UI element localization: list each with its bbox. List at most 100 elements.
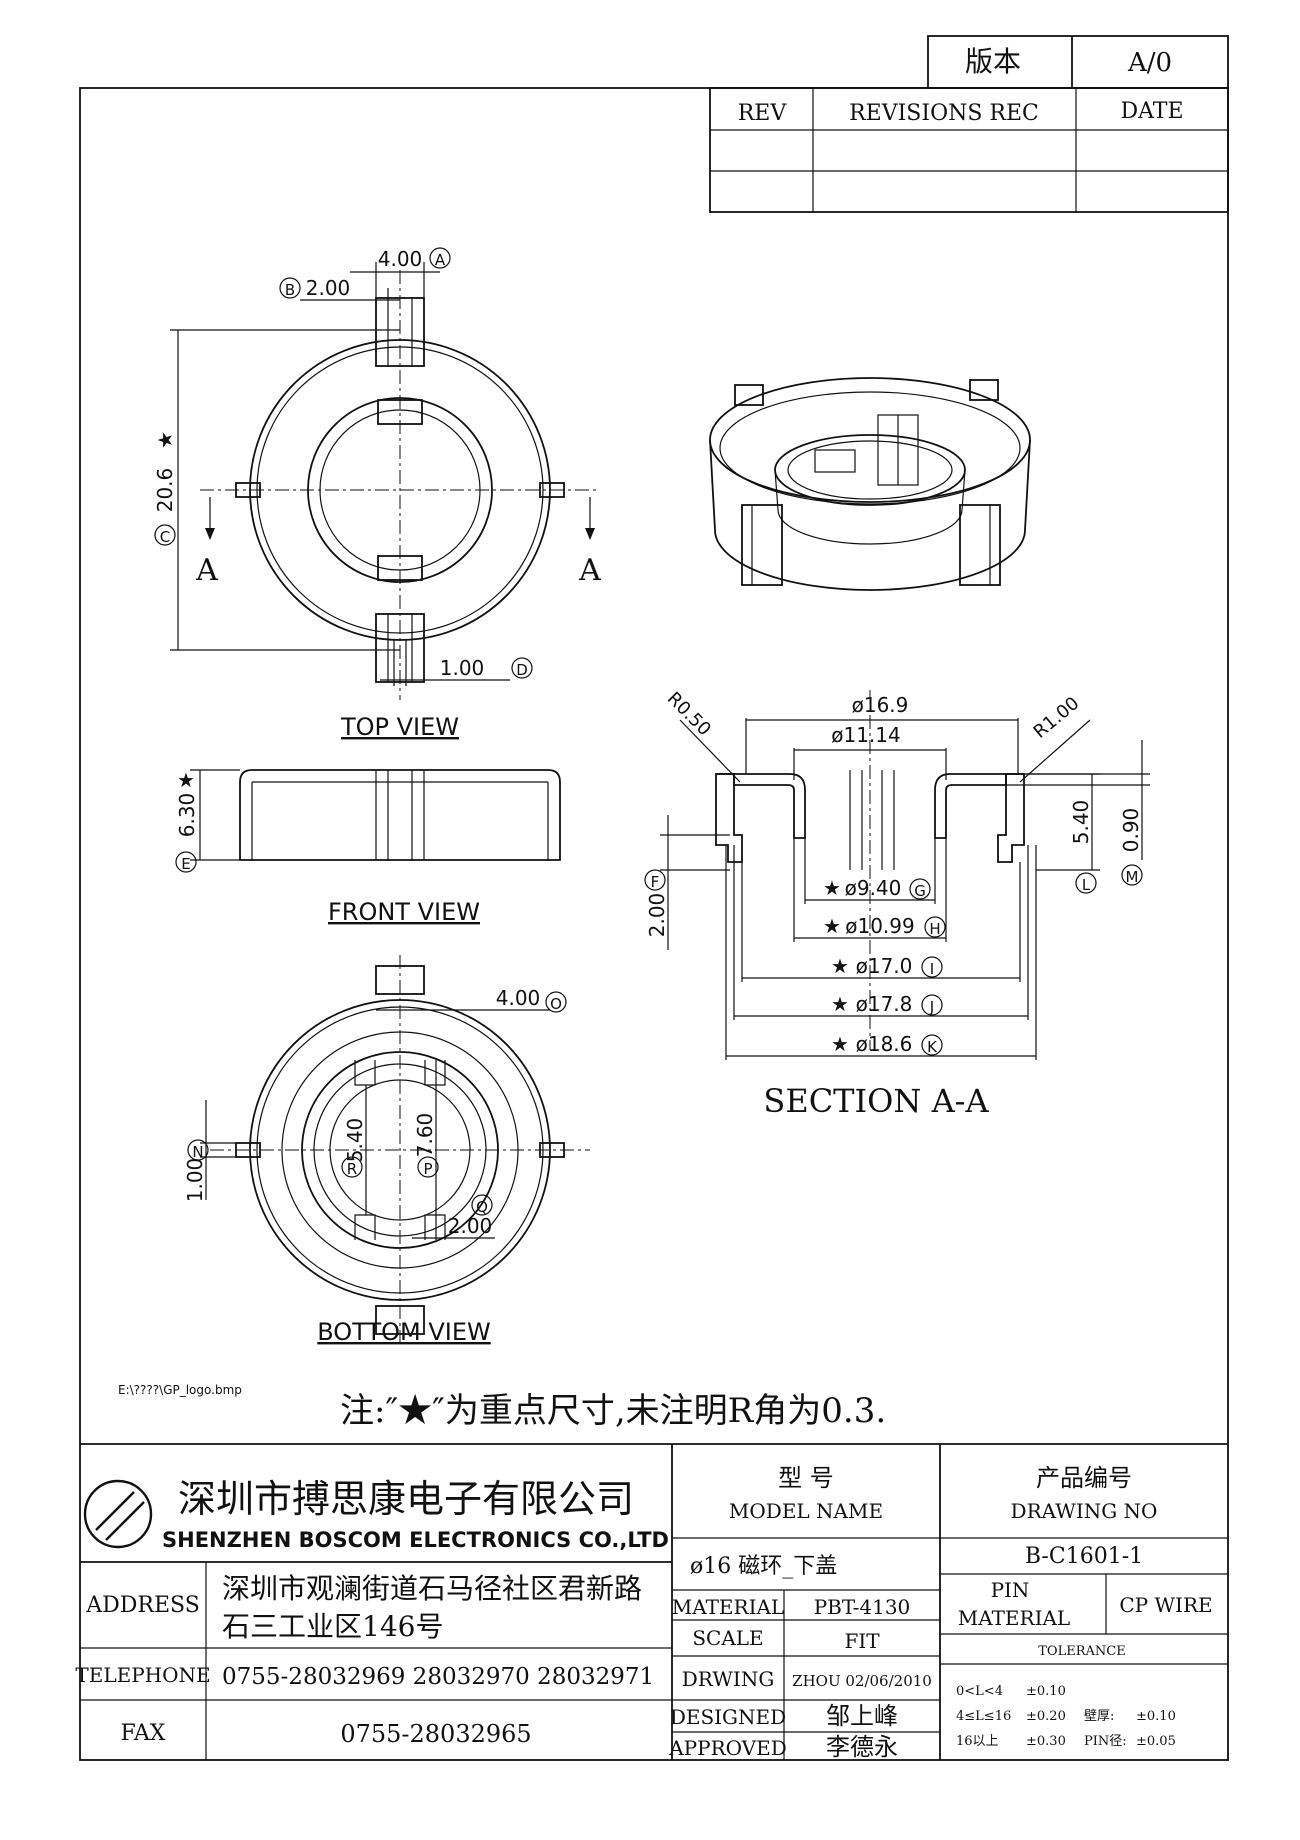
- dim-n-value: 1.00: [183, 1158, 207, 1203]
- dim-b-value: 2.00: [306, 276, 351, 300]
- dim-f-tag: F: [651, 873, 660, 891]
- dim-d-tag: D: [516, 661, 528, 679]
- dim-p-value: 7.60: [413, 1113, 437, 1158]
- dim-a-tag: A: [435, 251, 446, 269]
- drawing-label-en: DRAWING NO: [1011, 1499, 1158, 1523]
- pin-label-2: MATERIAL: [958, 1606, 1070, 1630]
- address-line2: 石三工业区146号: [222, 1610, 443, 1643]
- dim-g-value: ø9.40: [845, 876, 902, 900]
- drwing-label: DRWING: [682, 1667, 775, 1691]
- designed-label: DESIGNED: [670, 1705, 786, 1729]
- tol-row3-value: ±0.30: [1026, 1734, 1066, 1749]
- pin-value: CP WIRE: [1119, 1593, 1212, 1617]
- address-line1: 深圳市观澜街道石马径社区君新路: [222, 1572, 642, 1605]
- model-label-en: MODEL NAME: [729, 1499, 883, 1523]
- tol-row2-value: ±0.20: [1026, 1709, 1066, 1724]
- dim-d169: ø16.9: [852, 693, 909, 717]
- material-label: MATERIAL: [672, 1595, 784, 1619]
- dim-e-star: ★: [177, 768, 195, 792]
- tol-row3-extra-label: PIN径:: [1084, 1734, 1127, 1749]
- top-view: A A 4.00 A 2.00 B 20.6 ★ C 1.00 D TOP VI…: [153, 247, 601, 741]
- revisions-table: REV REVISIONS REC DATE: [709, 87, 1229, 213]
- dim-h-value: ø10.99: [845, 914, 915, 938]
- front-view: 6.30 ★ E FRONT VIEW: [175, 768, 561, 926]
- date-header: DATE: [1120, 99, 1183, 124]
- logo-path-text: E:\????\GP_logo.bmp: [118, 1383, 242, 1397]
- dim-a-value: 4.00: [378, 247, 423, 271]
- fax-label: FAX: [121, 1721, 166, 1746]
- bottom-view: 4.00 O 1.00 N 5.40 R 7.60 P 2.00 Q BOTTO…: [183, 955, 590, 1346]
- scale-label: SCALE: [692, 1626, 763, 1650]
- tol-row2-extra-value: ±0.10: [1136, 1709, 1176, 1724]
- dim-c-tag: C: [160, 528, 170, 546]
- isometric-view: [709, 377, 1031, 591]
- dim-j-star: ★: [831, 992, 849, 1016]
- drwing-value: ZHOU 02/06/2010: [792, 1672, 932, 1690]
- designed-value: 邹上峰: [826, 1702, 898, 1730]
- tol-row3-extra-value: ±0.05: [1136, 1734, 1176, 1749]
- company-logo-icon: [83, 1479, 153, 1549]
- section-a-a: ø16.9 ø11.14 R0.50 R1.00 ★ ø9.40 G ★ ø10…: [644, 688, 1150, 1120]
- version-label: 版本: [965, 45, 1021, 78]
- title-block: 深圳市搏思康电子有限公司 SHENZHEN BOSCOM ELECTRONICS…: [75, 1443, 1228, 1761]
- dim-h-tag: H: [929, 920, 940, 938]
- dim-f-value: 2.00: [645, 893, 669, 938]
- telephone-label: TELEPHONE: [75, 1663, 210, 1687]
- dim-l-tag: L: [1082, 876, 1091, 894]
- approved-label: APPROVED: [668, 1736, 787, 1760]
- drawing-value: B-C1601-1: [1025, 1544, 1143, 1569]
- dim-l-value: 5.40: [1069, 800, 1093, 845]
- dim-e-value: 6.30: [175, 793, 199, 838]
- drawing-border: [79, 87, 1229, 1761]
- dim-k-star: ★: [831, 1032, 849, 1056]
- section-view-label: SECTION A-A: [763, 1082, 989, 1120]
- dim-d1114: ø11.14: [831, 723, 901, 747]
- drawing-label-cn: 产品编号: [1036, 1464, 1132, 1492]
- dim-q-tag: Q: [476, 1198, 488, 1216]
- tolerance-label: TOLERANCE: [1038, 1644, 1125, 1659]
- tol-row2-extra-label: 壁厚:: [1084, 1709, 1114, 1724]
- dim-p-tag: P: [423, 1160, 432, 1178]
- model-value: ø16 磁环_下盖: [690, 1554, 837, 1579]
- dim-q-value: 2.00: [448, 1214, 493, 1238]
- dim-c-star: ★: [153, 431, 177, 449]
- address-label: ADDRESS: [85, 1593, 200, 1618]
- tol-row3-range: 16以上: [956, 1734, 999, 1749]
- tol-row1-range: 0<L<4: [956, 1684, 1003, 1699]
- dim-i-value: ø17.0: [856, 954, 913, 978]
- dim-j-tag: J: [929, 998, 934, 1016]
- dim-r-value: 5.40: [343, 1118, 367, 1163]
- dim-c-value: 20.6: [153, 468, 177, 513]
- section-mark-right: A: [578, 553, 601, 588]
- dim-d-value: 1.00: [440, 656, 485, 680]
- dim-b-tag: B: [285, 281, 295, 299]
- front-view-label: FRONT VIEW: [328, 898, 480, 926]
- tol-row1-value: ±0.10: [1026, 1684, 1066, 1699]
- company-name-cn: 深圳市搏思康电子有限公司: [178, 1477, 634, 1521]
- version-value: A/0: [1127, 48, 1172, 78]
- dim-h-star: ★: [823, 914, 841, 938]
- telephone-value: 0755-28032969 28032970 28032971: [222, 1664, 654, 1690]
- fax-value: 0755-28032965: [340, 1720, 531, 1748]
- tol-row2-range: 4≤L≤16: [956, 1709, 1011, 1724]
- bottom-view-label: BOTTOM VIEW: [317, 1318, 490, 1346]
- dim-e-tag: E: [181, 855, 190, 873]
- dim-o-value: 4.00: [496, 986, 541, 1010]
- revisions-rec-header: REVISIONS REC: [849, 101, 1039, 126]
- company-name-en: SHENZHEN BOSCOM ELECTRONICS CO.,LTD: [162, 1528, 669, 1552]
- dim-k-tag: K: [927, 1038, 938, 1056]
- dim-i-star: ★: [831, 954, 849, 978]
- version-box: 版本 A/0: [927, 35, 1229, 89]
- dim-k-value: ø18.6: [856, 1032, 913, 1056]
- material-value: PBT-4130: [814, 1595, 911, 1619]
- rev-header: REV: [738, 101, 788, 126]
- dim-o-tag: O: [550, 995, 562, 1013]
- pin-label-1: PIN: [991, 1578, 1030, 1602]
- dim-g-tag: G: [914, 882, 926, 900]
- approved-value: 李德永: [826, 1733, 898, 1761]
- dim-j-value: ø17.8: [856, 992, 913, 1016]
- dim-i-tag: I: [930, 960, 934, 978]
- dim-n-tag: N: [192, 1143, 203, 1161]
- model-label-cn: 型 号: [778, 1464, 834, 1492]
